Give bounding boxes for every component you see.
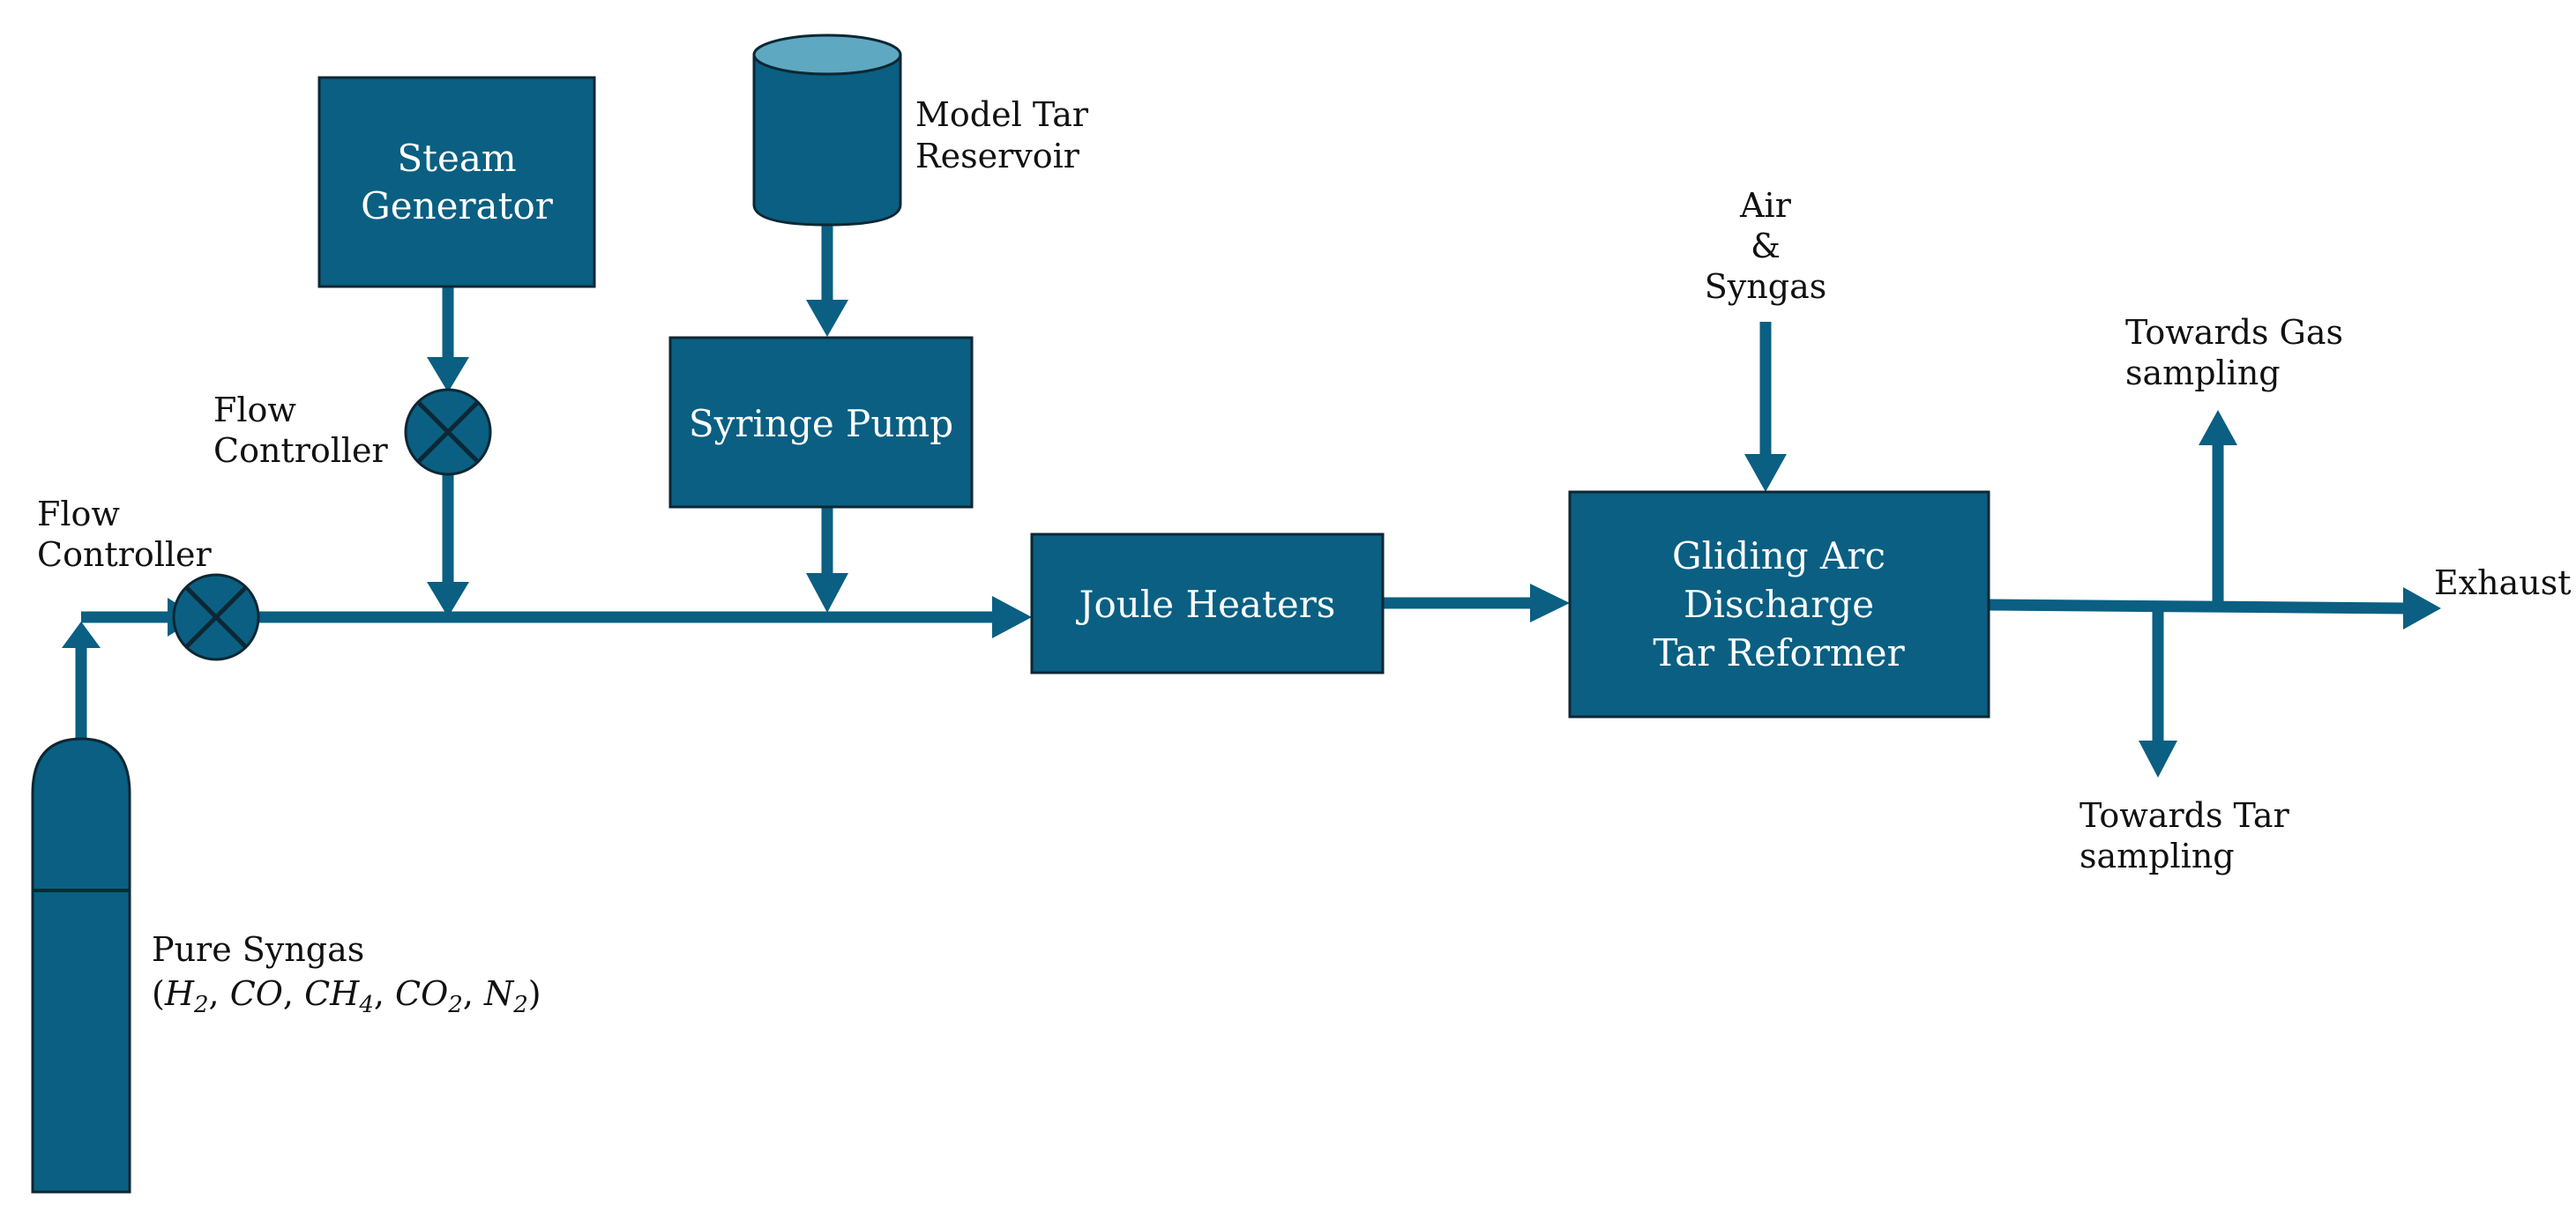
flow-controller-valve-steam [404,388,492,476]
formula-open-paren: ( [152,974,165,1013]
flow-controller-steam-line-1: Flow [213,391,296,429]
syringe-pump-label: Syringe Pump [689,402,953,445]
towards-tar-line-2: sampling [2079,837,2235,875]
pure-syngas-formula: (H2, CO, CH4, CO2, N2) [152,974,541,1018]
towards-gas-label: Towards Gas sampling [2125,313,2343,392]
flow-controller-main-label: Flow Controller [37,495,213,574]
exhaust-label: Exhaust [2434,563,2572,602]
gliding-arc-reformer-box: Gliding Arc Discharge Tar Reformer [1568,490,1990,719]
flow-line-tar-sampling [2139,607,2177,778]
towards-tar-line-1: Towards Tar [2079,796,2290,835]
flow-line-heaters-reformer [1383,584,1570,622]
flow-controller-valve-main [172,573,260,661]
flow-line-air-syngas [1744,322,1787,492]
air-syngas-line-3: Syngas [1705,267,1826,306]
model-tar-reservoir-drum [752,34,902,227]
air-syngas-line-1: Air [1739,186,1792,225]
formula-n2: N2) [483,974,541,1018]
flow-controller-main-line-2: Controller [37,535,213,574]
towards-gas-line-2: sampling [2125,354,2281,392]
towards-gas-line-1: Towards Gas [2125,313,2343,352]
reservoir-label-line-1: Model Tar [915,95,1089,134]
reformer-line-1: Gliding Arc [1672,534,1885,577]
flow-line-steam [427,287,469,617]
formula-co2: CO2, [395,974,484,1018]
steam-generator-line-1: Steam [397,137,516,180]
air-syngas-label: Air & Syngas [1705,186,1826,306]
pure-syngas-label: Pure Syngas (H2, CO, CH4, CO2, N2) [152,930,541,1018]
formula-co: CO, [230,974,304,1013]
reformer-line-2: Discharge [1684,583,1874,626]
air-syngas-line-2: & [1751,227,1781,265]
flow-controller-steam-line-2: Controller [213,431,389,470]
flow-line-syringe [806,507,848,613]
pure-syngas-title: Pure Syngas [152,930,364,969]
towards-tar-label: Towards Tar sampling [2079,796,2290,875]
syringe-pump-box: Syringe Pump [668,336,974,509]
steam-generator-line-2: Generator [361,184,554,227]
flow-controller-main-line-1: Flow [37,495,120,533]
pure-syngas-cylinder [31,737,131,1194]
joule-heaters-box: Joule Heaters [1030,533,1385,674]
reformer-line-3: Tar Reformer [1653,631,1905,674]
formula-h2: H2, [164,974,230,1018]
reservoir-label-line-2: Reservoir [915,137,1080,175]
flow-line-exhaust [1988,587,2441,629]
steam-generator-box: Steam Generator [317,76,596,288]
formula-ch4: CH4, [304,974,395,1018]
model-tar-reservoir-label: Model Tar Reservoir [915,95,1089,175]
joule-heaters-label: Joule Heaters [1076,583,1336,626]
flow-line-main [256,596,1032,638]
flow-line-reservoir [806,225,848,337]
flow-line-gas-sampling [2199,410,2237,605]
flow-controller-steam-label: Flow Controller [213,391,389,470]
